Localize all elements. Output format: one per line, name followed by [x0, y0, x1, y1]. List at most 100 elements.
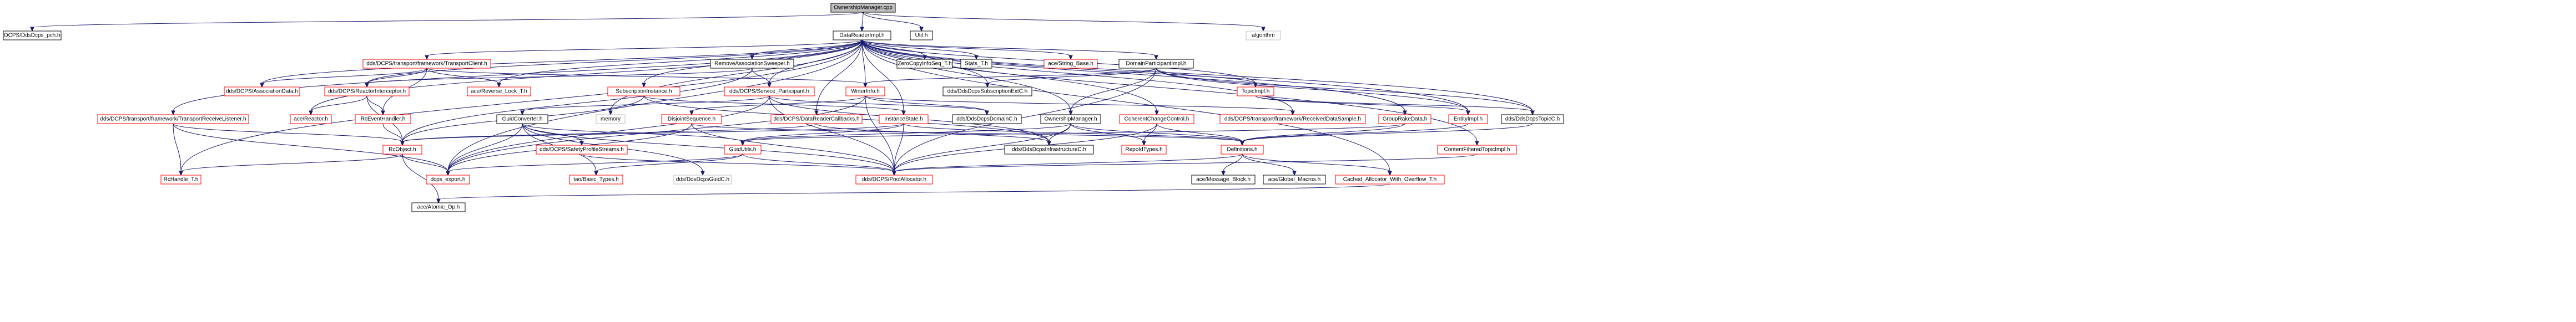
- node-service-participant[interactable]: dds/DCPS/Service_Participant.h: [724, 86, 815, 96]
- node-ace-message-block[interactable]: ace/Message_Block.h: [1191, 175, 1256, 185]
- node-ownershipmanager-cpp[interactable]: OwnershipManager.cpp: [830, 3, 896, 13]
- include-edge: [691, 123, 895, 172]
- node-box: [496, 114, 548, 124]
- node-reactorinterceptor[interactable]: dds/DCPS/ReactorInterceptor.h: [324, 86, 410, 96]
- node-box: [833, 30, 891, 40]
- node-zerocopyinfoseq[interactable]: ZeroCopyInfoSeq_T.h: [896, 59, 953, 69]
- edge-arrowhead: [608, 110, 613, 116]
- include-edge: [1242, 123, 1533, 142]
- node-box: [411, 202, 466, 212]
- node-guidutils[interactable]: GuidUtils.h: [724, 145, 762, 155]
- node-poolallocator[interactable]: dds/DCPS/PoolAllocator.h: [855, 175, 933, 185]
- include-edge: [865, 95, 1293, 112]
- node-memory[interactable]: memory: [596, 114, 626, 124]
- node-label: ace/Global_Macros.h: [1268, 177, 1321, 183]
- include-edge: [173, 123, 448, 172]
- node-datareaderimpl[interactable]: DataReaderImpl.h: [833, 30, 891, 40]
- node-algorithm[interactable]: algorithm: [1246, 30, 1281, 40]
- node-label: RepoIdTypes.h: [1125, 147, 1162, 153]
- node-infrastructurec[interactable]: dds/DdsDcpsInfrastructureC.h: [1004, 145, 1094, 155]
- node-subscriptionextc[interactable]: dds/DdsDcpsSubscriptionExtC.h: [942, 86, 1032, 96]
- node-associationdata[interactable]: dds/DCPS/AssociationData.h: [224, 86, 300, 96]
- edge-arrowhead: [863, 83, 868, 88]
- node-domainparticipantimpl[interactable]: DomainParticipantImpl.h: [1118, 59, 1194, 69]
- node-topicimpl[interactable]: TopicImpl.h: [1237, 86, 1274, 96]
- include-edge: [1242, 123, 1405, 142]
- node-label: WriterInfo.h: [851, 89, 880, 95]
- node-label: Definitions.h: [1227, 147, 1257, 153]
- edge-arrowhead: [985, 110, 989, 116]
- node-dcps-pch[interactable]: DCPS/DdsDcps_pch.h: [3, 30, 62, 40]
- node-label: Stats_T.h: [965, 61, 988, 67]
- node-label: ace/Message_Block.h: [1196, 177, 1251, 183]
- node-groupratedata[interactable]: GroupRakeData.h: [1378, 114, 1431, 124]
- include-edge: [1156, 68, 1469, 112]
- node-guidconverter[interactable]: GuidConverter.h: [496, 114, 548, 124]
- node-contentfilteredtopicimpl[interactable]: ContentFilteredTopicImpl.h: [1437, 145, 1517, 155]
- edge-arrowhead: [1221, 171, 1226, 176]
- edge-arrowhead: [179, 171, 183, 176]
- include-edge: [987, 68, 1157, 84]
- node-safetyprofilestreams[interactable]: dds/DCPS/SafetyProfileStreams.h: [536, 145, 628, 155]
- edge-arrowhead: [860, 27, 864, 32]
- edge-arrowhead: [1530, 110, 1535, 116]
- node-ace-global-macros[interactable]: ace/Global_Macros.h: [1263, 175, 1326, 185]
- edge-arrowhead: [700, 171, 705, 176]
- include-edge: [402, 123, 817, 142]
- include-edge: [310, 39, 863, 112]
- node-writerinfo[interactable]: WriterInfo.h: [845, 86, 885, 96]
- node-repoidtypes[interactable]: RepoIdTypes.h: [1121, 145, 1167, 155]
- edge-arrowhead: [1154, 55, 1158, 60]
- edge-arrowhead: [892, 171, 896, 176]
- node-label: RcObject.h: [389, 147, 416, 153]
- node-box: [661, 114, 722, 124]
- node-datareadercallbacks[interactable]: dds/DCPS/DataReaderCallbacks.h: [770, 114, 863, 124]
- node-rceventhandler[interactable]: RcEventHandler.h: [355, 114, 411, 124]
- node-guidc[interactable]: dds/DdsDcpsGuidC.h: [673, 175, 732, 185]
- node-rchandle[interactable]: RcHandle_T.h: [160, 175, 201, 185]
- node-subscriptioninstance[interactable]: SubscriptionInstance.h: [607, 86, 680, 96]
- edge-arrowhead: [985, 83, 990, 88]
- node-receiveddatasample[interactable]: dds/DCPS/transport/framework/ReceivedDat…: [1219, 114, 1366, 124]
- node-entityimpl[interactable]: EntityImpl.h: [1448, 114, 1488, 124]
- node-label: memory: [601, 116, 621, 122]
- edge-arrowhead: [1047, 141, 1051, 146]
- include-edge: [173, 123, 182, 172]
- node-domainc[interactable]: dds/DdsDcpsDomainC.h: [952, 114, 1022, 124]
- node-dcps-export[interactable]: dcps_export.h: [426, 175, 470, 185]
- node-removeassociationsweeper[interactable]: RemoveAssociationSweeper.h: [710, 59, 794, 69]
- include-edge: [769, 95, 895, 172]
- node-label: dds/DCPS/Service_Participant.h: [729, 89, 809, 95]
- include-edge: [861, 39, 1157, 57]
- include-edge: [402, 123, 904, 142]
- node-ace-reactor[interactable]: ace/Reactor.h: [290, 114, 332, 124]
- node-ace-string-base[interactable]: ace/String_Base.h: [1043, 59, 1098, 69]
- node-box: [3, 30, 62, 40]
- node-box: [569, 175, 623, 185]
- node-box: [290, 114, 332, 124]
- node-instancestate[interactable]: InstanceState.h: [879, 114, 929, 124]
- node-ace-atomic-op[interactable]: ace/Atomic_Op.h: [411, 202, 466, 212]
- edge-arrowhead: [1292, 171, 1297, 176]
- node-transportreceivelistener[interactable]: dds/DCPS/transport/framework/TransportRe…: [97, 114, 249, 124]
- node-util[interactable]: Util.h: [910, 30, 933, 40]
- node-reverse-lock[interactable]: ace/Reverse_Lock_T.h: [467, 86, 531, 96]
- node-rcobject[interactable]: RcObject.h: [382, 145, 422, 155]
- node-ownershipmanager-h[interactable]: OwnershipManager.h: [1040, 114, 1101, 124]
- include-edge: [366, 95, 384, 112]
- node-label: DisjointSequence.h: [668, 116, 715, 122]
- node-coherentchangecontrol[interactable]: CoherentChangeControl.h: [1119, 114, 1194, 124]
- node-box: [426, 175, 470, 185]
- node-definitions[interactable]: Definitions.h: [1221, 145, 1264, 155]
- node-transportclient[interactable]: dds/DCPS/transport/framework/TransportCl…: [362, 59, 491, 69]
- node-label: dds/DCPS/transport/framework/TransportRe…: [100, 116, 246, 122]
- include-edge: [742, 123, 1405, 142]
- node-disjointsequence[interactable]: DisjointSequence.h: [661, 114, 722, 124]
- node-topicc[interactable]: dds/DdsDcpsTopicC.h: [1501, 114, 1564, 124]
- node-tao-basic-types[interactable]: tao/Basic_Types.h: [569, 175, 623, 185]
- node-cached-allocator[interactable]: Cached_Allocator_With_Overflow_T.h: [1335, 175, 1445, 185]
- include-edge: [1242, 154, 1295, 172]
- node-stats[interactable]: Stats_T.h: [960, 59, 992, 69]
- include-edge: [447, 154, 743, 172]
- node-label: OwnershipManager.h: [1044, 116, 1097, 122]
